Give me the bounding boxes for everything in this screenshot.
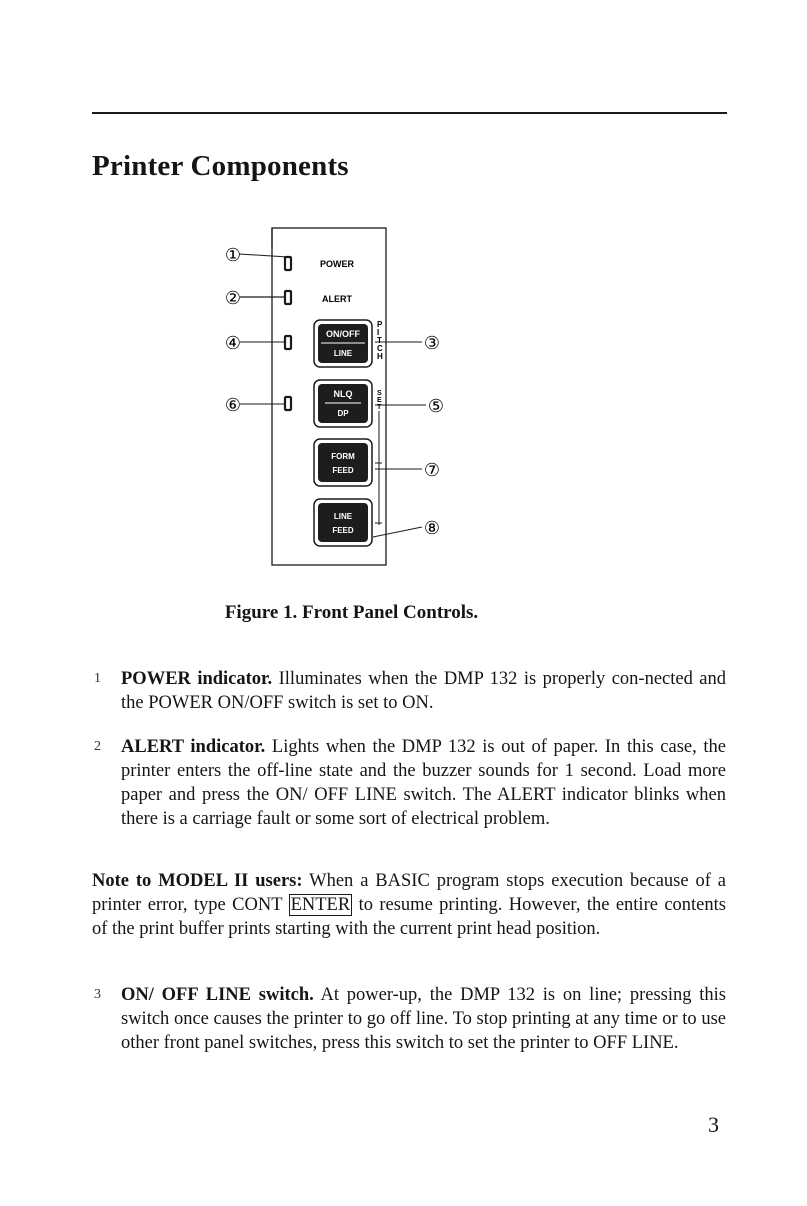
svg-text:S: S <box>377 390 382 397</box>
power-led <box>283 255 293 272</box>
line-feed-feed-label: FEED <box>332 526 354 535</box>
item-power-indicator: 1 POWER indicator. Illuminates when the … <box>94 667 726 715</box>
item-number: 1 <box>94 671 101 686</box>
figure-caption-text: Figure 1. Front Panel Controls. <box>224 602 479 623</box>
form-label: FORM <box>331 452 355 461</box>
item-online-switch: 3 ON/ OFF LINE switch. At power-up, the … <box>94 983 726 1055</box>
svg-text:H: H <box>377 352 383 361</box>
callout-6: ⑥ <box>225 395 241 416</box>
header-rule <box>92 112 727 114</box>
line-label: LINE <box>334 349 353 358</box>
item-number: 3 <box>94 987 101 1002</box>
callout-3: ③ <box>424 333 440 354</box>
item-body: POWER indicator. Illuminates when the DM… <box>121 667 726 715</box>
nlq-button: NLQ DP <box>313 379 373 428</box>
line-feed-line-label: LINE <box>334 512 353 521</box>
note-heading: Note to MODEL II users: <box>92 871 303 891</box>
note-text-before: When a BASIC program stops execution bec… <box>92 871 726 915</box>
panel-outline <box>271 227 387 566</box>
callout-4: ④ <box>225 333 241 354</box>
front-panel-diagram: POWER ALERT ON/OFF LINE NLQ DP FORM FEED <box>225 227 444 566</box>
online-button: ON/OFF LINE <box>313 319 373 368</box>
page-number: 3 <box>708 1112 719 1137</box>
form-feed-button: FORM FEED <box>313 438 373 487</box>
dp-label: DP <box>337 409 349 418</box>
item-number: 2 <box>94 739 101 754</box>
item-text: Illuminates when the DMP 132 is properly… <box>121 669 726 713</box>
svg-text:C: C <box>377 344 383 353</box>
item-text: Lights when the DMP 132 is out of paper.… <box>121 737 727 829</box>
callout-5: ⑤ <box>428 396 444 417</box>
nlq-led <box>283 395 293 412</box>
callout-2: ② <box>225 288 241 309</box>
alert-label: ALERT <box>322 294 352 304</box>
item-body: ALERT indicator. Lights when the DMP 132… <box>121 735 726 831</box>
feed-label: FEED <box>332 466 354 475</box>
power-label: POWER <box>320 259 355 269</box>
online-led <box>283 334 293 351</box>
page-title: Printer Components <box>92 150 349 182</box>
front-panel-figure: POWER ALERT ON/OFF LINE NLQ DP FORM FEED <box>215 225 465 570</box>
alert-led <box>283 289 293 306</box>
on-off-label: ON/OFF <box>326 329 360 339</box>
model-ii-note: Note to MODEL II users: When a BASIC pro… <box>92 869 726 941</box>
svg-text:T: T <box>377 336 382 345</box>
nlq-label: NLQ <box>334 389 353 399</box>
callout-1: ① <box>225 245 241 266</box>
note-text-after: to resume printing. However, the entire … <box>92 895 726 939</box>
pitch-vertical-label: P I T C H <box>377 320 383 361</box>
callout-8: ⑧ <box>424 518 440 539</box>
item-heading: ON/ OFF LINE switch. <box>121 985 314 1005</box>
svg-text:E: E <box>377 397 382 404</box>
item-heading: POWER indicator. <box>121 669 273 689</box>
item-body: ON/ OFF LINE switch. At power-up, the DM… <box>121 983 726 1055</box>
svg-text:T: T <box>377 404 382 411</box>
set-vertical-label: S E T <box>377 390 382 411</box>
line-feed-button: LINE FEED <box>313 498 373 547</box>
callout-7: ⑦ <box>424 460 440 481</box>
item-heading: ALERT indicator. <box>121 737 266 757</box>
svg-text:I: I <box>377 328 379 337</box>
item-text: At power-up, the DMP 132 is on line; pre… <box>121 985 727 1053</box>
enter-key: ENTER <box>288 894 353 916</box>
item-alert-indicator: 2 ALERT indicator. Lights when the DMP 1… <box>94 735 726 831</box>
svg-text:P: P <box>377 320 383 329</box>
figure-caption: Figure 1. Front Panel Controls. <box>0 602 807 624</box>
